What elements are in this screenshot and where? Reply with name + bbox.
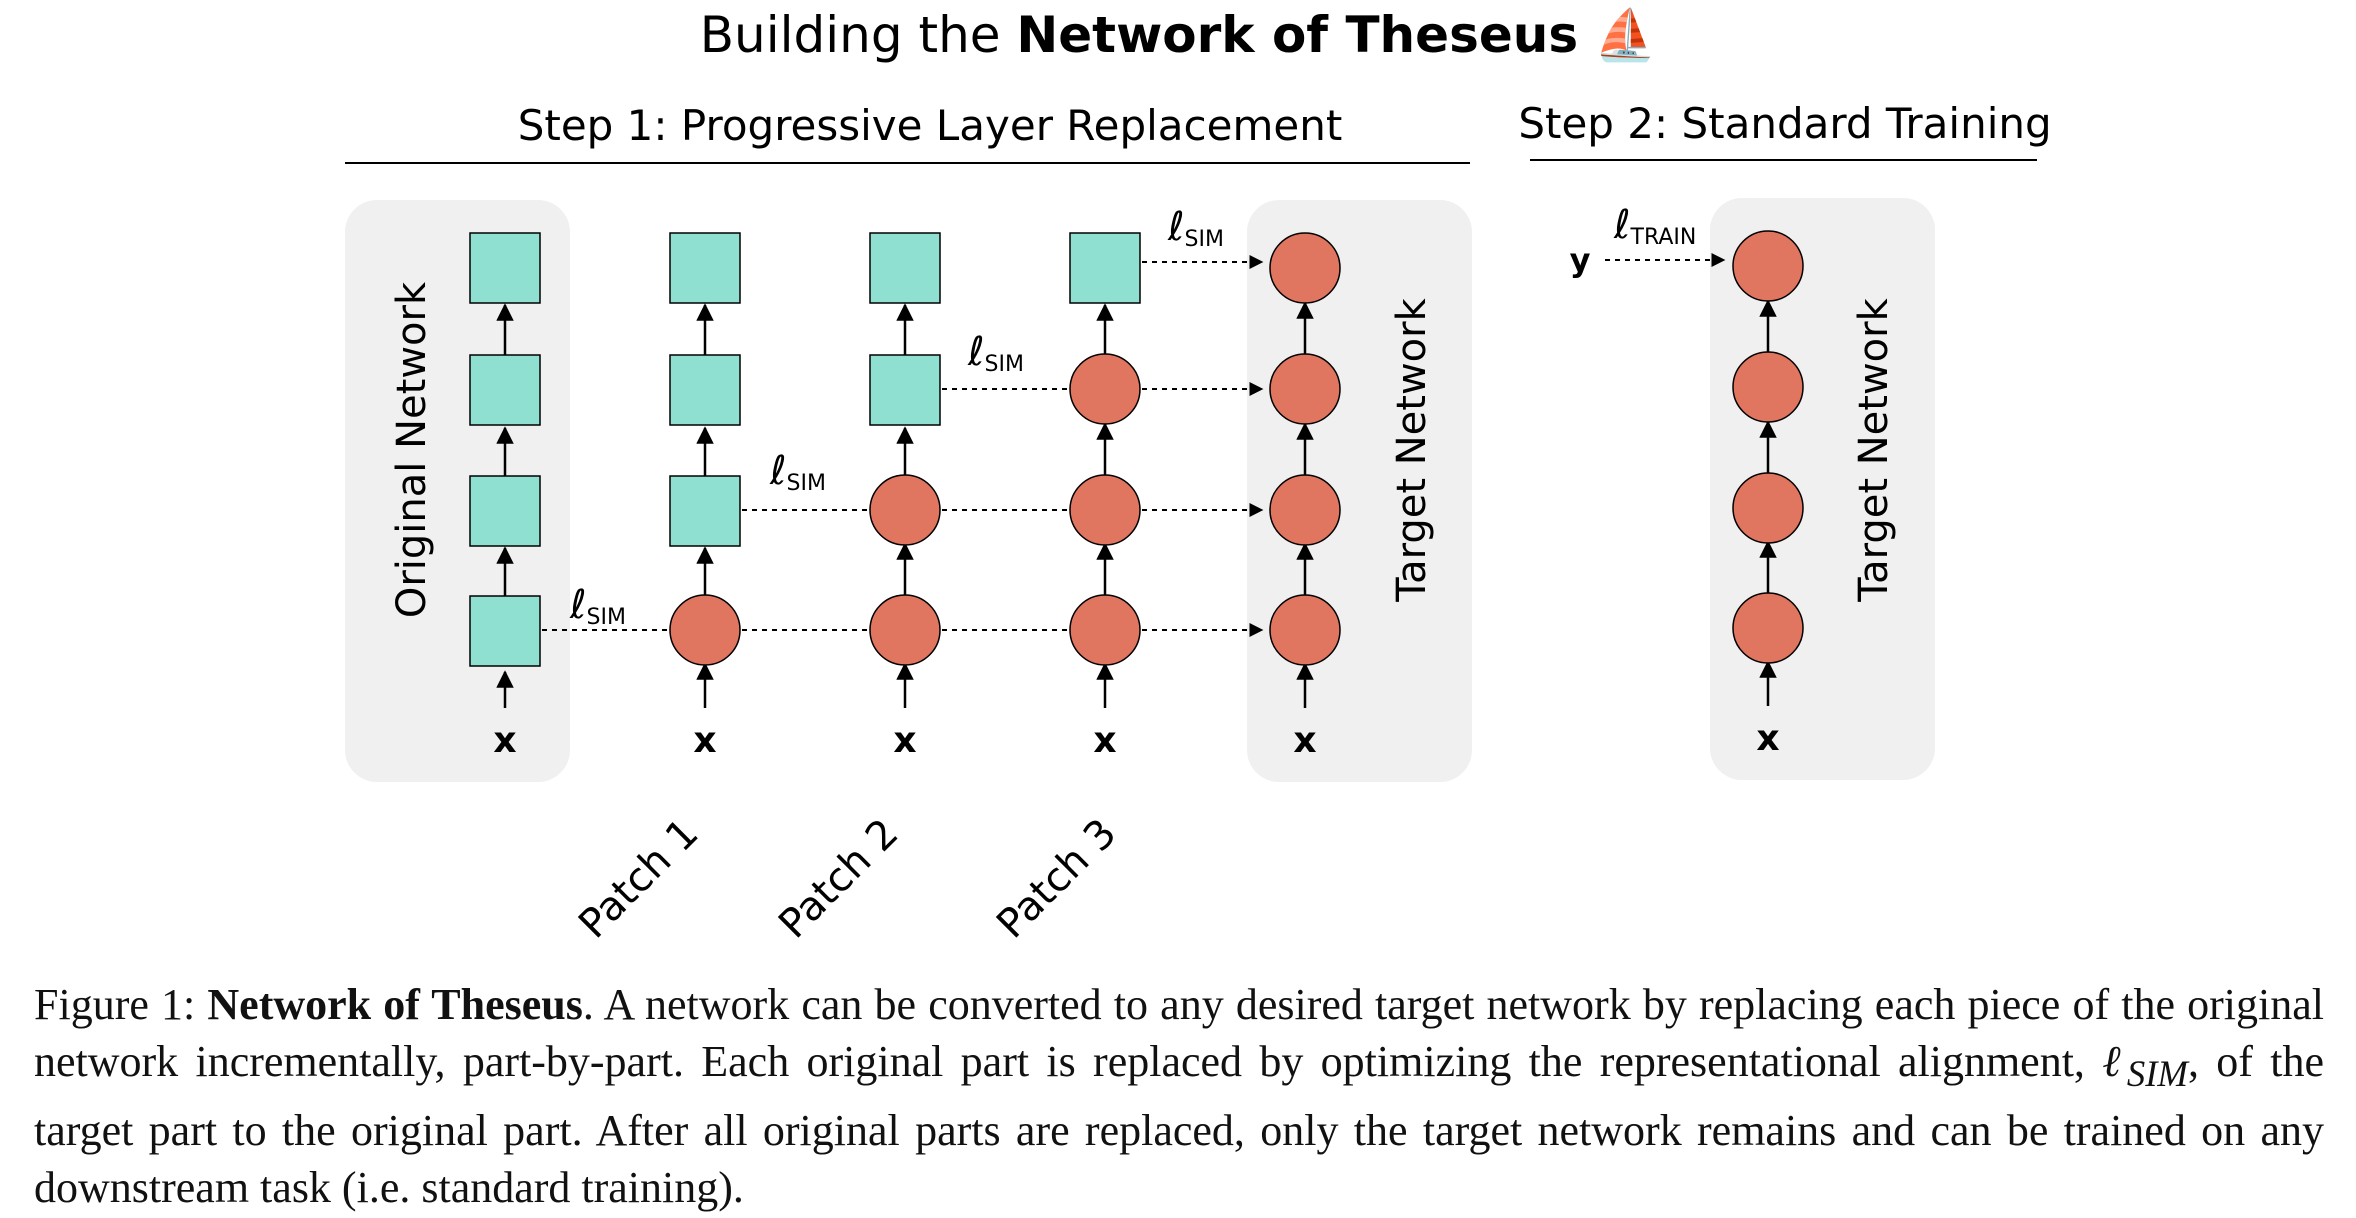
patch-1-column: x [669, 232, 741, 761]
sailboat-icon: ⛵ [1594, 6, 1656, 64]
caption-text-1: . A network can be converted to any desi… [34, 980, 2324, 1086]
train-loss-label: ℓTRAIN [1613, 202, 1696, 250]
patch-3-target-layer-3 [1069, 353, 1141, 425]
target-input-x: x [1293, 720, 1316, 761]
patch-1-original-layer-4 [669, 232, 741, 304]
patch-1-original-layer-2 [669, 475, 741, 547]
patch-3-label: Patch 3 [988, 810, 1125, 947]
target-network-label: Target Network [1389, 297, 1435, 602]
sim-loss-label-3: ℓSIM [967, 329, 1024, 377]
step1-header: Step 1: Progressive Layer Replacement [518, 101, 1343, 150]
patch-3-target-layer-1 [1069, 594, 1141, 666]
step2-layer-2 [1732, 472, 1804, 544]
patch-1-input-x: x [693, 720, 716, 761]
step2-layer-4 [1732, 230, 1804, 302]
sim-connections [542, 253, 1726, 637]
target-layer-1 [1269, 594, 1341, 666]
patch-2-target-layer-2 [869, 474, 941, 546]
step2-layer-3 [1732, 351, 1804, 423]
figure-caption: Figure 1: Network of Theseus. A network … [34, 976, 2324, 1216]
original-layer-2 [469, 475, 541, 547]
patch-2-original-layer-3 [869, 354, 941, 426]
sim-loss-label-1: ℓSIM [569, 582, 626, 630]
step2-network-column: x [1732, 230, 1804, 759]
figure-title: Building the Network of Theseus ⛵ [700, 6, 1657, 64]
original-layer-3 [469, 354, 541, 426]
caption-math: ℓSIM [2102, 1037, 2188, 1094]
step2-input-x: x [1756, 718, 1779, 759]
original-network-column: x [469, 232, 541, 761]
original-network-label: Original Network [389, 281, 435, 618]
patch-1-original-layer-3 [669, 354, 741, 426]
patch-3-column: x [1069, 232, 1141, 761]
step2-header: Step 2: Standard Training [1518, 99, 2051, 148]
target-layer-3 [1269, 353, 1341, 425]
patch-1-target-layer-1 [669, 594, 741, 666]
patch-2-target-layer-1 [869, 594, 941, 666]
patch-3-original-layer-4 [1069, 232, 1141, 304]
patch-1-label: Patch 1 [570, 810, 707, 947]
caption-title: Network of Theseus [207, 980, 583, 1029]
original-input-x: x [493, 720, 516, 761]
target-layer-2 [1269, 474, 1341, 546]
step2-layer-1 [1732, 592, 1804, 664]
patch-2-original-layer-4 [869, 232, 941, 304]
patch-2-input-x: x [893, 720, 916, 761]
step2-network-label: Target Network [1851, 297, 1897, 602]
target-layer-4 [1269, 232, 1341, 304]
caption-text-2: , of the target part to the original par… [34, 1037, 2324, 1212]
network-of-theseus-diagram: Building the Network of Theseus ⛵ Step 1… [345, 6, 2052, 947]
target-network-column: x [1269, 232, 1341, 761]
train-target-y: y [1570, 241, 1591, 279]
sim-loss-label-2: ℓSIM [769, 448, 826, 496]
patch-2-column: x [869, 232, 941, 761]
original-layer-4 [469, 232, 541, 304]
patch-2-label: Patch 2 [770, 810, 907, 947]
patch-3-input-x: x [1093, 720, 1116, 761]
original-layer-1 [469, 595, 541, 667]
patch-3-target-layer-2 [1069, 474, 1141, 546]
caption-figure-label: Figure 1: [34, 980, 196, 1029]
sim-loss-label-4: ℓSIM [1167, 204, 1224, 252]
